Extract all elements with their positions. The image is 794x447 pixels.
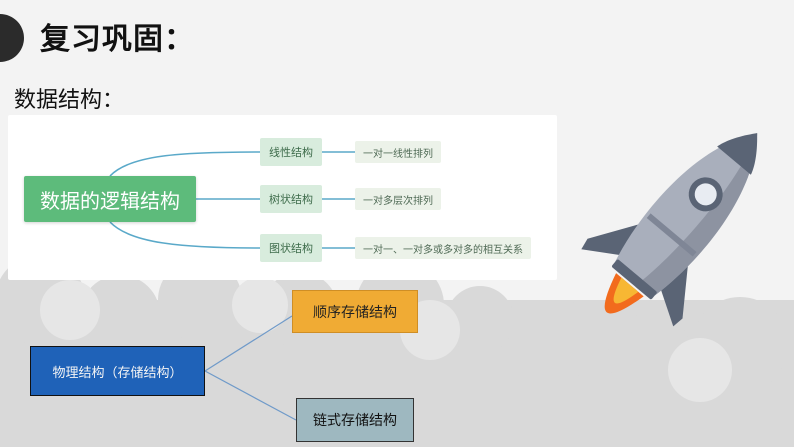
mindmap-root-node: 数据的逻辑结构 [24, 176, 196, 222]
mindmap-leaf-linear: 一对一线性排列 [355, 141, 441, 163]
slide-title: 复习巩固： [40, 22, 195, 57]
mindmap-branch-tree: 树状结构 [260, 185, 322, 213]
sequential-storage-node: 顺序存储结构 [292, 290, 418, 333]
physical-structure-node: 物理结构（存储结构） [30, 346, 205, 396]
mindmap-leaf-tree: 一对多层次排列 [355, 188, 441, 210]
mindmap-branch-linear: 线性结构 [260, 138, 322, 166]
linked-storage-node: 链式存储结构 [296, 398, 414, 442]
slide-subtitle: 数据结构： [14, 88, 125, 113]
mindmap-branch-graph: 图状结构 [260, 234, 322, 262]
mindmap-leaf-graph: 一对一、一对多或多对多的相互关系 [355, 237, 531, 259]
